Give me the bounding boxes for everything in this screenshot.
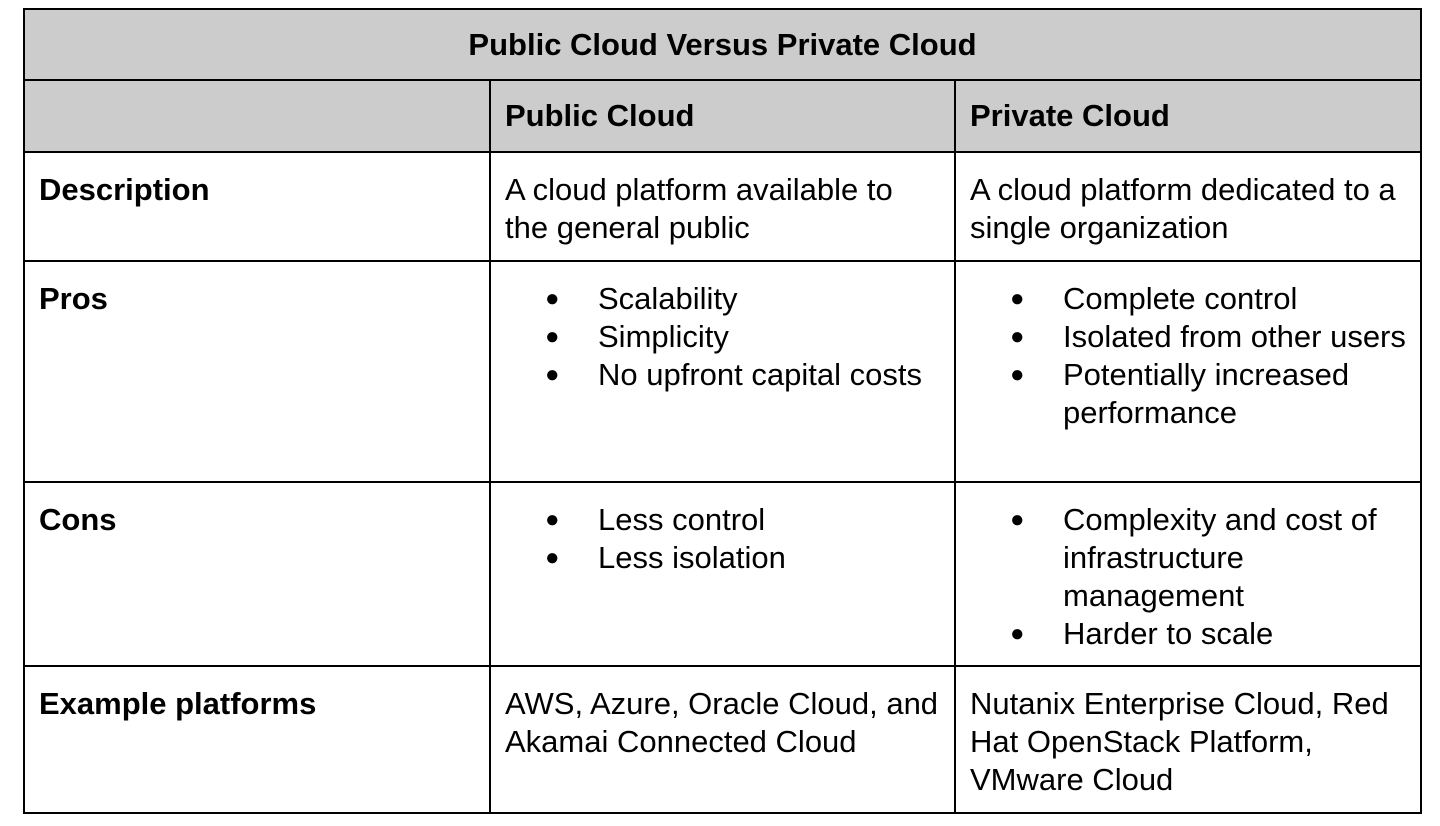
row-label-description: Description (23, 151, 491, 262)
table-row-description: Description A cloud platform available t… (23, 151, 1423, 262)
cons-public-list: Less control Less isolation (505, 501, 940, 577)
pros-private-cell: Complete control Isolated from other use… (953, 260, 1423, 483)
table-row-cons: Cons Less control Less isolation Complex… (23, 481, 1423, 667)
pros-public-cell: Scalability Simplicity No upfront capita… (489, 260, 956, 483)
header-public-cloud: Public Cloud (489, 79, 956, 153)
comparison-table: Public Cloud Versus Private Cloud Public… (22, 8, 1423, 814)
table-row-example-platforms: Example platforms AWS, Azure, Oracle Clo… (23, 665, 1423, 814)
list-item: Less isolation (505, 539, 940, 577)
list-item: Potentially increased performance (970, 356, 1406, 432)
header-empty-cell (23, 79, 491, 153)
table-title: Public Cloud Versus Private Cloud (22, 8, 1423, 81)
description-private-cell: A cloud platform dedicated to a single o… (953, 151, 1423, 262)
cons-public-cell: Less control Less isolation (489, 481, 956, 667)
cons-private-cell: Complexity and cost of infrastructure ma… (953, 481, 1423, 667)
list-item: Complete control (970, 280, 1406, 318)
list-item: Isolated from other users (970, 318, 1406, 356)
list-item: Harder to scale (970, 615, 1406, 653)
table-header-row: Public Cloud Private Cloud (23, 79, 1423, 153)
row-label-cons: Cons (23, 481, 491, 667)
cons-private-list: Complexity and cost of infrastructure ma… (970, 501, 1406, 653)
row-label-pros: Pros (23, 260, 491, 483)
list-item: Simplicity (505, 318, 940, 356)
header-private-cloud: Private Cloud (953, 79, 1423, 153)
list-item: No upfront capital costs (505, 356, 940, 394)
list-item: Complexity and cost of infrastructure ma… (970, 501, 1406, 615)
list-item: Less control (505, 501, 940, 539)
list-item: Scalability (505, 280, 940, 318)
description-public-cell: A cloud platform available to the genera… (489, 151, 956, 262)
table-row-pros: Pros Scalability Simplicity No upfront c… (23, 260, 1423, 483)
pros-public-list: Scalability Simplicity No upfront capita… (505, 280, 940, 394)
row-label-example-platforms: Example platforms (23, 665, 491, 814)
examples-private-cell: Nutanix Enterprise Cloud, Red Hat OpenSt… (953, 665, 1423, 814)
examples-public-cell: AWS, Azure, Oracle Cloud, and Akamai Con… (489, 665, 956, 814)
table-title-row: Public Cloud Versus Private Cloud (22, 8, 1423, 81)
pros-private-list: Complete control Isolated from other use… (970, 280, 1406, 432)
